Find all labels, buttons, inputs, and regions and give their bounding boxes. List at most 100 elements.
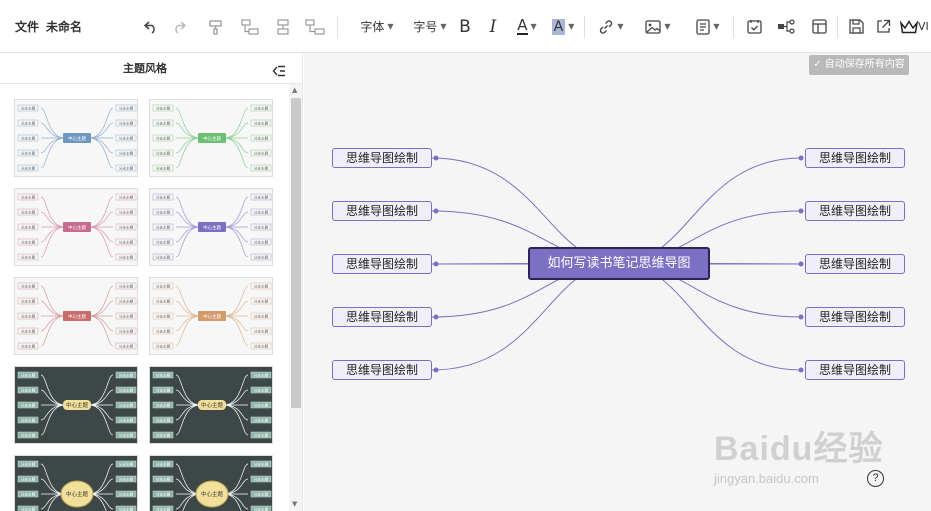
svg-text:分支主题: 分支主题 xyxy=(254,373,269,378)
svg-text:分支主题: 分支主题 xyxy=(254,477,269,482)
image-icon xyxy=(645,19,662,34)
link-icon xyxy=(600,19,613,34)
font-color-button[interactable]: A▼ xyxy=(512,0,542,53)
svg-text:分支主题: 分支主题 xyxy=(21,284,36,289)
svg-text:分支主题: 分支主题 xyxy=(119,255,134,260)
theme-sidebar: 主题风格 分支主题分支主题分支主题分支主题分支主题分支主题分支主题分支主题分支主… xyxy=(0,53,303,511)
svg-text:中心主题: 中心主题 xyxy=(201,401,224,409)
right-branch-topic[interactable]: 思维导图绘制 xyxy=(805,254,905,274)
right-branch-topic[interactable]: 思维导图绘制 xyxy=(805,307,905,327)
left-branch-topic[interactable]: 思维导图绘制 xyxy=(332,254,432,274)
svg-text:中心主题: 中心主题 xyxy=(201,490,224,498)
theme-thumbnail[interactable]: 分支主题分支主题分支主题分支主题分支主题分支主题分支主题分支主题分支主题分支主题… xyxy=(14,188,138,266)
svg-text:分支主题: 分支主题 xyxy=(119,462,134,467)
svg-text:分支主题: 分支主题 xyxy=(254,136,269,141)
baidu-watermark-logo: Baidu经验 xyxy=(714,430,884,468)
note-button[interactable]: ▼ xyxy=(690,0,726,53)
mindmap-canvas[interactable]: ✓ 自动保存所有内容 如何写读书笔记思维导图 思维导图绘制 思维导图绘制 思维导… xyxy=(304,53,931,511)
svg-text:分支主题: 分支主题 xyxy=(21,388,36,393)
sidebar-scrollbar[interactable]: ▲ ▼ xyxy=(289,84,302,511)
font-family-label: 字体 xyxy=(360,20,385,34)
svg-text:分支主题: 分支主题 xyxy=(254,240,269,245)
svg-text:分支主题: 分支主题 xyxy=(156,492,171,497)
sibling-topic-icon[interactable] xyxy=(274,0,292,53)
svg-text:分支主题: 分支主题 xyxy=(254,284,269,289)
file-menu[interactable]: 文件 xyxy=(14,20,39,34)
svg-text:中心主题: 中心主题 xyxy=(68,313,86,320)
undo-icon[interactable] xyxy=(142,0,160,53)
theme-thumbnail[interactable]: 分支主题分支主题分支主题分支主题分支主题分支主题分支主题分支主题分支主题分支主题… xyxy=(14,277,138,355)
chevron-down-icon: ▼ xyxy=(387,22,394,31)
save-icon[interactable] xyxy=(847,0,865,53)
svg-text:分支主题: 分支主题 xyxy=(156,240,171,245)
svg-text:分支主题: 分支主题 xyxy=(21,210,36,215)
format-painter-icon[interactable] xyxy=(206,0,226,53)
theme-thumbnail[interactable]: 分支主题分支主题分支主题分支主题分支主题分支主题分支主题分支主题分支主题分支主题… xyxy=(149,455,273,511)
theme-thumbnail[interactable]: 分支主题分支主题分支主题分支主题分支主题分支主题分支主题分支主题分支主题分支主题… xyxy=(149,99,273,177)
svg-text:分支主题: 分支主题 xyxy=(156,373,171,378)
central-topic[interactable]: 如何写读书笔记思维导图 xyxy=(528,247,710,280)
structure-icon[interactable] xyxy=(776,0,796,53)
svg-text:分支主题: 分支主题 xyxy=(156,462,171,467)
theme-thumbnail[interactable]: 分支主题分支主题分支主题分支主题分支主题分支主题分支主题分支主题分支主题分支主题… xyxy=(14,366,138,444)
scroll-up-icon[interactable]: ▲ xyxy=(292,86,298,94)
scrollbar-thumb[interactable] xyxy=(291,98,301,408)
svg-text:分支主题: 分支主题 xyxy=(156,121,171,126)
svg-text:分支主题: 分支主题 xyxy=(254,255,269,260)
svg-text:分支主题: 分支主题 xyxy=(254,329,269,334)
right-branch-topic[interactable]: 思维导图绘制 xyxy=(805,201,905,221)
left-branch-topic[interactable]: 思维导图绘制 xyxy=(332,201,432,221)
left-branch-topic[interactable]: 思维导图绘制 xyxy=(332,360,432,380)
theme-thumbnail[interactable]: 分支主题分支主题分支主题分支主题分支主题分支主题分支主题分支主题分支主题分支主题… xyxy=(149,277,273,355)
svg-text:分支主题: 分支主题 xyxy=(21,344,36,349)
font-family-select[interactable]: 字体▼ xyxy=(352,0,402,53)
task-icon[interactable] xyxy=(745,0,763,53)
svg-text:分支主题: 分支主题 xyxy=(21,240,36,245)
theme-thumbnail[interactable]: 分支主题分支主题分支主题分支主题分支主题分支主题分支主题分支主题分支主题分支主题… xyxy=(14,455,138,511)
vip-button[interactable]: VI xyxy=(900,0,931,53)
svg-text:分支主题: 分支主题 xyxy=(21,255,36,260)
svg-text:分支主题: 分支主题 xyxy=(21,403,36,408)
svg-text:分支主题: 分支主题 xyxy=(156,477,171,482)
right-branch-topic[interactable]: 思维导图绘制 xyxy=(805,360,905,380)
svg-text:分支主题: 分支主题 xyxy=(119,418,134,423)
scroll-down-icon[interactable]: ▼ xyxy=(292,500,298,508)
theme-thumbnail[interactable]: 分支主题分支主题分支主题分支主题分支主题分支主题分支主题分支主题分支主题分支主题… xyxy=(149,188,273,266)
collapse-sidebar-icon[interactable] xyxy=(272,62,286,81)
font-size-select[interactable]: 字号▼ xyxy=(412,0,448,53)
svg-text:分支主题: 分支主题 xyxy=(156,255,171,260)
svg-text:分支主题: 分支主题 xyxy=(119,299,134,304)
svg-text:分支主题: 分支主题 xyxy=(156,299,171,304)
svg-text:中心主题: 中心主题 xyxy=(66,401,89,409)
svg-text:分支主题: 分支主题 xyxy=(254,195,269,200)
svg-text:分支主题: 分支主题 xyxy=(156,433,171,438)
theme-thumbnail[interactable]: 分支主题分支主题分支主题分支主题分支主题分支主题分支主题分支主题分支主题分支主题… xyxy=(149,366,273,444)
svg-text:分支主题: 分支主题 xyxy=(254,507,269,511)
child-topic-icon[interactable] xyxy=(240,0,260,53)
svg-text:分支主题: 分支主题 xyxy=(21,373,36,378)
svg-text:分支主题: 分支主题 xyxy=(156,507,171,511)
theme-thumbnail[interactable]: 分支主题分支主题分支主题分支主题分支主题分支主题分支主题分支主题分支主题分支主题… xyxy=(14,99,138,177)
layout-icon[interactable] xyxy=(810,0,828,53)
svg-text:分支主题: 分支主题 xyxy=(254,166,269,171)
redo-icon[interactable] xyxy=(170,0,188,53)
highlight-color-button[interactable]: A▼ xyxy=(548,0,578,53)
left-branch-topic[interactable]: 思维导图绘制 xyxy=(332,148,432,168)
help-button[interactable]: ? xyxy=(867,470,884,487)
image-button[interactable]: ▼ xyxy=(640,0,676,53)
italic-button[interactable]: I xyxy=(489,16,497,37)
summary-topic-icon[interactable] xyxy=(304,0,326,53)
svg-text:分支主题: 分支主题 xyxy=(156,403,171,408)
link-button[interactable]: ▼ xyxy=(594,0,628,53)
bold-button[interactable]: B xyxy=(459,16,471,37)
svg-text:分支主题: 分支主题 xyxy=(119,166,134,171)
document-title[interactable]: 未命名 xyxy=(46,20,83,34)
right-branch-topic[interactable]: 思维导图绘制 xyxy=(805,148,905,168)
svg-text:分支主题: 分支主题 xyxy=(156,329,171,334)
chevron-down-icon: ▼ xyxy=(440,22,447,31)
svg-text:分支主题: 分支主题 xyxy=(119,344,134,349)
share-icon[interactable] xyxy=(874,0,892,53)
svg-text:中心主题: 中心主题 xyxy=(68,224,86,231)
check-circle-icon: ✓ xyxy=(813,59,822,70)
left-branch-topic[interactable]: 思维导图绘制 xyxy=(332,307,432,327)
